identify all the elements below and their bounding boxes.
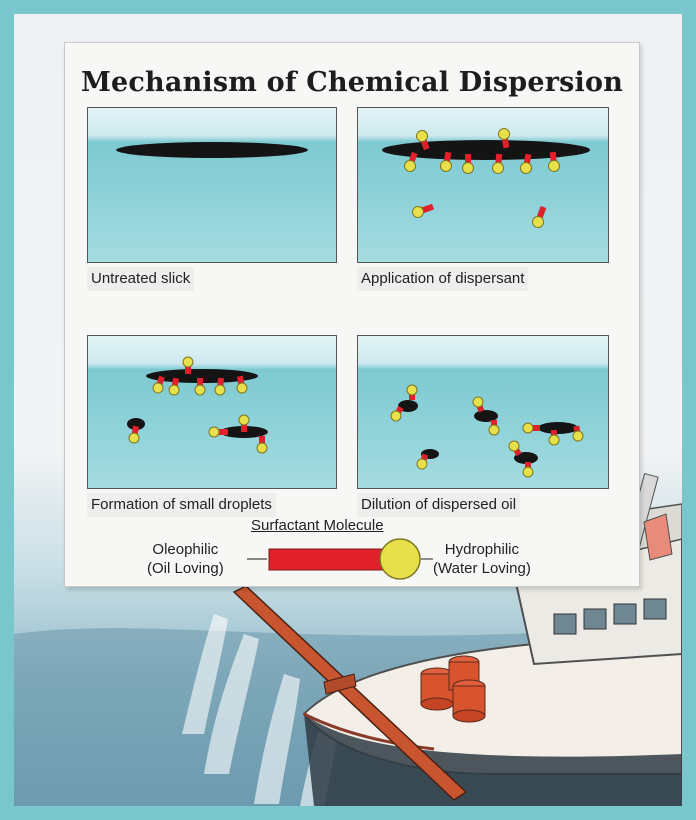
diagram-title: Mechanism of Chemical Dispersion: [65, 67, 639, 98]
legend-hydrophilic-label: Hydrophilic (Water Loving): [433, 540, 531, 578]
scene-application-of-dispersant: [357, 107, 609, 263]
caption-dilution-of-dispersed-oil: Dilution of dispersed oil: [357, 493, 520, 517]
scene-dilution-of-dispersed-oil: [357, 335, 609, 489]
illustration-frame: Mechanism of Chemical Dispersion Untreat…: [14, 14, 682, 806]
caption-formation-of-small-droplets: Formation of small droplets: [87, 493, 276, 517]
oleophilic-tail: [269, 549, 387, 570]
caption-application-of-dispersant: Application of dispersant: [357, 267, 528, 291]
diagram-panel: Mechanism of Chemical Dispersion Untreat…: [64, 42, 640, 587]
oil-slick: [116, 142, 308, 158]
surfactant-molecules: [389, 385, 584, 477]
legend-title: Surfactant Molecule: [251, 517, 384, 534]
scene-untreated-slick: [87, 107, 337, 263]
legend-oleophilic-label: Oleophilic (Oil Loving): [147, 540, 224, 578]
scene-formation-of-small-droplets: [87, 335, 337, 489]
hydrophilic-head: [380, 539, 420, 579]
caption-untreated-slick: Untreated slick: [87, 267, 194, 291]
surfactant-molecule-diagram: [245, 537, 435, 581]
